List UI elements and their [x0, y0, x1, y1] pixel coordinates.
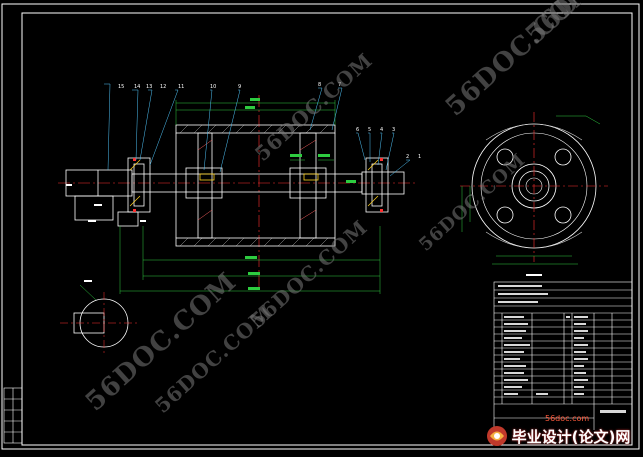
svg-text:2: 2	[406, 154, 409, 160]
swirl-logo-icon	[486, 426, 507, 446]
svg-text:10: 10	[210, 84, 216, 90]
main-section-view: 15 14 13 12 11 10 9 8 7 6 5 4 3 2 1	[58, 82, 421, 294]
dimension-lines	[119, 100, 381, 294]
svg-text:13: 13	[146, 84, 152, 90]
svg-text:4: 4	[380, 127, 383, 133]
leader-lines	[104, 83, 411, 177]
svg-text:15: 15	[118, 84, 124, 90]
svg-text:11: 11	[178, 84, 184, 90]
shaft-notes	[66, 184, 146, 222]
side-view	[460, 112, 608, 276]
detail-view	[60, 280, 140, 354]
shell-hatch	[179, 124, 329, 247]
svg-text:12: 12	[160, 84, 166, 90]
left-margin-strip	[3, 387, 23, 444]
dimension-text	[245, 98, 356, 290]
hub-left	[185, 132, 223, 239]
drum-shell	[175, 124, 336, 247]
inner-frame	[21, 12, 633, 446]
bearing-hatch	[129, 159, 379, 207]
hub-right	[289, 132, 327, 239]
bearing-right	[365, 157, 389, 213]
outer-border	[1, 3, 640, 450]
svg-text:8: 8	[318, 82, 321, 88]
svg-text:6: 6	[356, 127, 359, 133]
svg-text:14: 14	[134, 84, 140, 90]
title-block	[493, 281, 633, 446]
svg-text:5: 5	[368, 127, 371, 133]
svg-text:3: 3	[392, 127, 395, 133]
balloon-labels: 15 14 13 12 11 10 9 8 7 6 5 4 3 2 1	[118, 82, 421, 160]
banner-text: 毕业设计(论文)网	[511, 427, 631, 446]
bearing-marks	[133, 158, 383, 212]
site-label: 56doc.com	[545, 414, 590, 423]
hub-hatch	[197, 139, 317, 221]
svg-text:9: 9	[238, 84, 241, 90]
title-block-text	[498, 285, 626, 413]
svg-text:7: 7	[338, 82, 341, 88]
bearing-left	[127, 157, 151, 213]
keyways	[199, 173, 319, 181]
svg-text:1: 1	[418, 154, 421, 160]
site-banner: 毕业设计(论文)网	[478, 423, 638, 449]
